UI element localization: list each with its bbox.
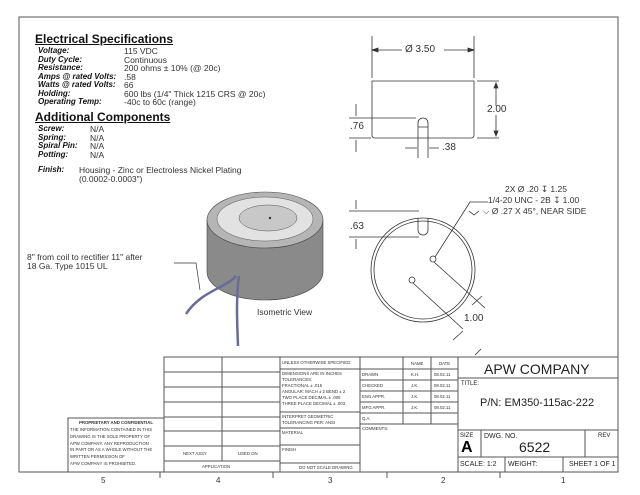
top-view: [349, 200, 488, 356]
dim-slot-depth: .76: [350, 121, 364, 132]
isometric-view: [174, 191, 324, 347]
part-number: P/N: EM350-115ac-222: [480, 397, 595, 409]
finish-label: Finish:: [38, 165, 65, 174]
dim-height: 2.00: [487, 104, 507, 115]
size-label: SIZE: [460, 433, 474, 439]
used-on-label: USED ON: [238, 451, 258, 456]
proprietary-line: WRITTEN PERMISSION OF: [70, 454, 125, 460]
approval-date: 08.02.11: [434, 383, 451, 388]
approval-role: DRAWN: [362, 372, 379, 377]
hole-note-2: 1/4-20 UNC - 2B ↧ 1.00: [488, 195, 580, 205]
zone-2: 2: [441, 476, 446, 485]
dwg-no-label: DWG. NO.: [484, 433, 518, 440]
component-label: Potting:: [38, 149, 69, 159]
application-label: APPLICATION: [202, 464, 231, 469]
component-label: Screw:: [38, 124, 65, 133]
approval-name: J.K.: [411, 383, 419, 388]
spec-value: -40c to 60c (range): [124, 97, 196, 107]
interpret-1: INTERPRET GEOMETRIC: [282, 414, 334, 419]
next-assy-label: NEXT ASSY: [183, 451, 207, 456]
tolerance-line: DIMENSIONS ARE IN INCHES: [282, 371, 342, 376]
approval-role: CHECKED: [362, 383, 384, 388]
approval-role: ENG APPR.: [362, 394, 386, 399]
title-label: TITLE:: [461, 381, 480, 387]
proprietary-line: IN PART OR AS A WHOLE WITHOUT THE: [70, 447, 153, 453]
component-label: Spiral Pin:: [38, 141, 78, 150]
spec-value: 115 VDC: [124, 46, 158, 56]
component-value: N/A: [90, 124, 105, 134]
approval-name: J.K.: [411, 405, 419, 410]
approval-date: 08.02.11: [434, 405, 451, 410]
finish-line2: (0.0002-0.0003"): [79, 174, 143, 184]
spec-value: 200 ohms ± 10% (@ 20c): [124, 63, 221, 73]
zone-4: 4: [216, 476, 221, 485]
additional-heading: Additional Components: [35, 110, 171, 124]
dim-top-offset: .63: [350, 221, 364, 232]
sheet: SHEET 1 OF 1: [569, 461, 616, 468]
approval-date: 08.02.11: [434, 372, 451, 377]
component-value: N/A: [90, 141, 105, 151]
approval-role: MFG APPR.: [362, 405, 386, 410]
dim-hole-spacing: 1.00: [464, 313, 484, 324]
proprietary-line: APW COMPANY IS PROHIBITED.: [70, 461, 137, 466]
proprietary-line: THE INFORMATION CONTAINED IN THIS: [70, 427, 153, 432]
finish-field-label: FINISH: [282, 447, 297, 452]
comments-label: COMMENTS:: [362, 426, 389, 431]
tolerance-line: FRACTIONAL ± .015: [282, 383, 323, 388]
approval-name: J.K.: [411, 394, 419, 399]
interpret-2: TOLERANCING PER: ANSI: [282, 420, 336, 425]
rev-label: REV: [598, 433, 611, 439]
scale: SCALE: 1:2: [460, 461, 497, 468]
material-label: MATERIAL: [282, 430, 304, 435]
dim-slot-width: .38: [442, 142, 456, 153]
dwg-no: 6522: [519, 439, 551, 455]
spec-label: Resistance:: [38, 63, 83, 72]
component-label: Spring:: [38, 132, 66, 142]
spec-label: Amps @ rated Volts:: [38, 71, 117, 81]
spec-value: 66: [124, 80, 134, 90]
do-not-scale: DO NOT SCALE DRAWING: [299, 465, 353, 470]
name-header: NAME: [411, 361, 424, 366]
proprietary-line: DRAWING IS THE SOLE PROPERTY OF: [70, 433, 151, 439]
unless-label: UNLESS OTHERWISE SPECIFIED:: [282, 360, 352, 365]
wire-note-1: 8" from coil to rectifier 11" after: [27, 252, 143, 262]
component-value: N/A: [90, 132, 105, 143]
finish-line1: Housing - Zinc or Electroless Nickel Pla…: [79, 165, 242, 175]
spec-value: .58: [124, 71, 136, 82]
proprietary-title: PROPRIETARY AND CONFIDENTIAL: [79, 420, 154, 425]
front-view: [349, 36, 499, 158]
spec-value: 600 lbs (1/4" Thick 1215 CRS @ 20c): [124, 88, 266, 99]
spec-label: Operating Temp:: [38, 97, 102, 106]
tolerance-line: THREE PLACE DECIMAL ± .003: [282, 401, 346, 406]
isometric-caption: Isometric View: [257, 307, 313, 317]
proprietary-line: APW COMPANY. ANY REPRODUCTION: [70, 440, 149, 446]
spec-value: Continuous: [124, 54, 168, 65]
spec-label: Watts @ rated Volts:: [38, 80, 116, 89]
spec-label: Holding:: [38, 88, 71, 98]
zone-3: 3: [328, 476, 333, 485]
hole-note-1: 2X Ø .20 ↧ 1.25: [505, 184, 567, 194]
hole-note-3: ⌵ Ø .27 X 45°, NEAR SIDE: [483, 206, 587, 216]
weight: WEIGHT:: [508, 461, 538, 468]
tolerance-line: TWO PLACE DECIMAL ± .005: [282, 395, 341, 400]
approval-role: Q.A.: [362, 416, 371, 421]
size-value: A: [461, 439, 473, 456]
tolerance-line: TOLERANCES:: [282, 377, 313, 382]
approval-name: K.H.: [411, 372, 420, 377]
spec-label: Voltage:: [38, 46, 70, 55]
wire-note-2: 18 Ga. Type 1015 UL: [27, 261, 108, 271]
component-value: N/A: [90, 149, 105, 160]
spec-label: Duty Cycle:: [38, 54, 83, 64]
company-name: APW COMPANY: [484, 361, 590, 377]
zone-1: 1: [561, 476, 566, 485]
zone-5: 5: [101, 476, 106, 485]
tolerance-line: ANGULAR: MACH ± 2 BEND ± 2: [282, 389, 346, 394]
dim-diameter: Ø 3.50: [405, 44, 436, 55]
approval-date: 08.02.11: [434, 394, 451, 399]
date-header: DATE: [439, 361, 451, 366]
electrical-heading: Electrical Specifications: [35, 32, 174, 46]
